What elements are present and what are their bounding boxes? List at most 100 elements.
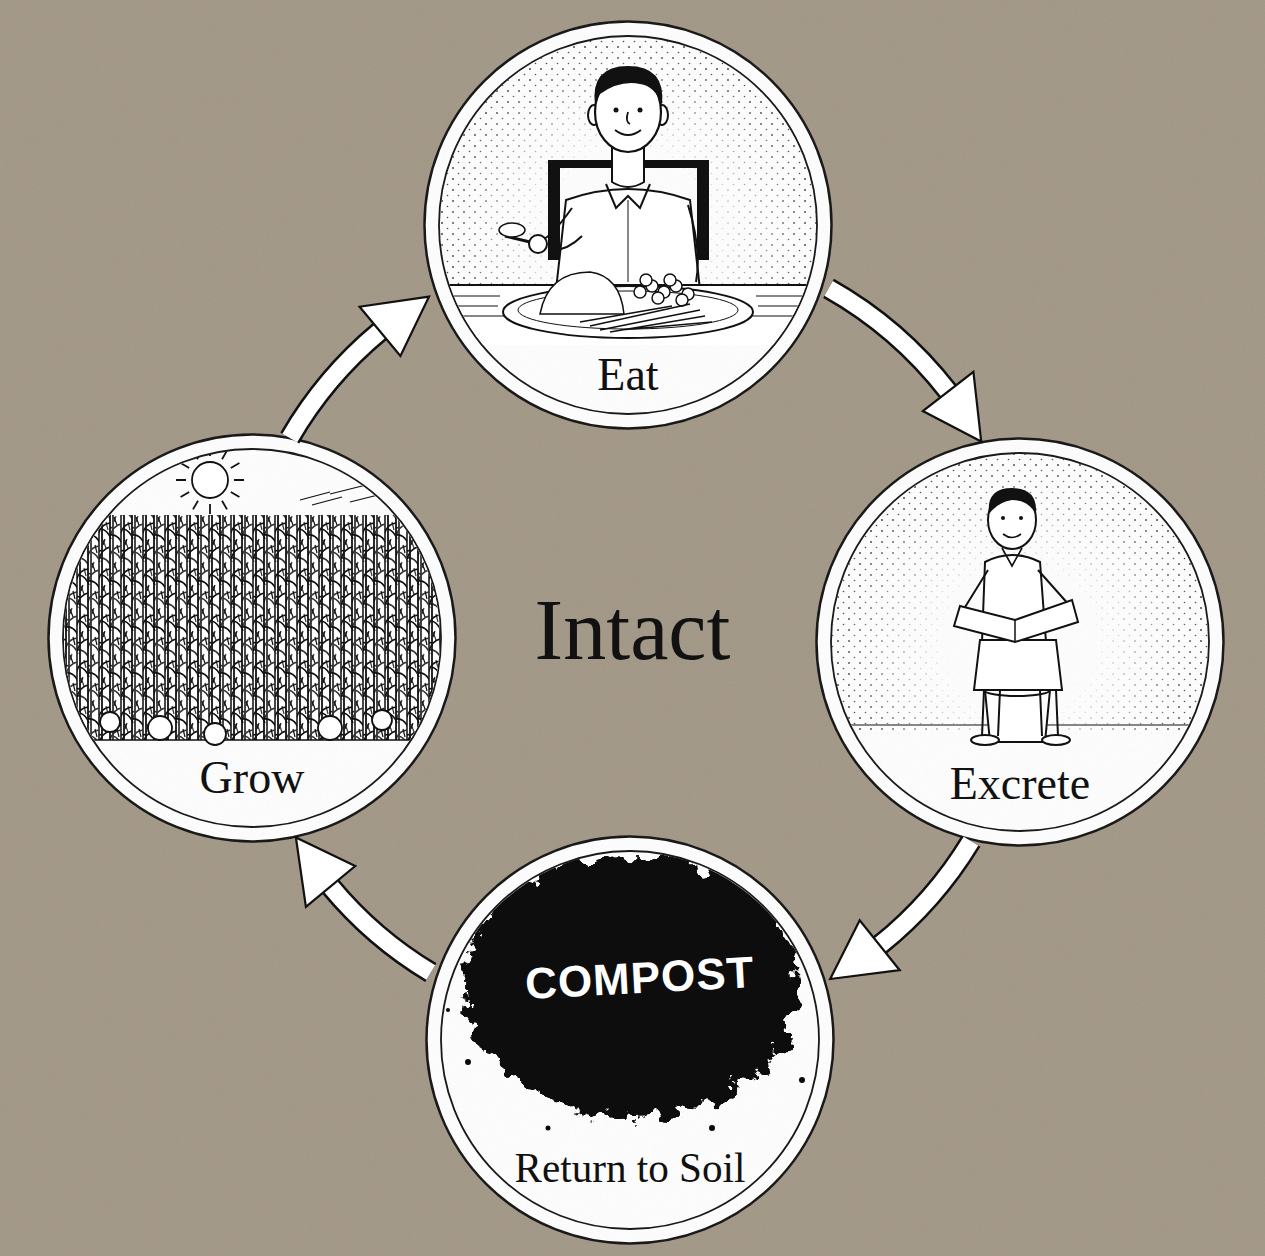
text-wrap: Eat — [423, 351, 833, 399]
arrow-outline — [829, 288, 949, 391]
cycle-circle: Eat — [423, 20, 833, 430]
eating-figure-part — [688, 205, 698, 282]
eating-figure-part — [634, 274, 694, 306]
arrow-band — [331, 886, 431, 972]
compost-heap-part-part — [818, 1008, 823, 1013]
circle-rim — [425, 22, 832, 429]
stage-label: Return to Soil — [515, 1147, 746, 1190]
compost-heap-part-part — [769, 877, 776, 884]
title-wrap: Intact — [0, 585, 1265, 675]
excreting-figure — [812, 434, 1228, 745]
corn-field-part-part — [318, 716, 342, 740]
text-wrap: Excrete — [815, 760, 1225, 808]
eating-figure-part — [499, 223, 525, 237]
corn-field-part-part — [148, 716, 172, 740]
eating-figure-part — [638, 108, 643, 113]
eating-figure-part-part — [664, 274, 676, 286]
arrow-head — [923, 372, 981, 442]
excreting-figure-part — [982, 690, 1058, 736]
eating-figure-part — [615, 112, 641, 135]
corn-field — [55, 446, 455, 745]
compost-heap-part-part — [465, 1059, 471, 1065]
corn-field-part-part — [100, 712, 120, 732]
arrow-band — [290, 331, 380, 438]
eating-figure-part — [580, 304, 712, 332]
stage-label: Excrete — [950, 760, 1090, 808]
corn-field-part — [176, 446, 244, 514]
corn-field-part — [55, 739, 455, 741]
eating-figure-part — [697, 160, 709, 260]
corn-field-part-part — [176, 446, 244, 514]
corn-field-part — [100, 710, 392, 745]
compost-heap-part-part — [709, 1125, 715, 1131]
cycle-arrow — [829, 288, 982, 441]
compost-heap-part-part — [475, 897, 481, 903]
cycle-circle: Grow — [47, 433, 457, 843]
eating-figure-part-part — [652, 292, 664, 304]
corn-field-part-part — [192, 462, 228, 498]
eating-figure-part — [529, 235, 547, 253]
arrow-band — [829, 288, 949, 391]
text-wrap: Return to Soil — [425, 1147, 835, 1190]
heap-label: COMPOST — [524, 949, 756, 1007]
eating-figure-part — [540, 272, 624, 314]
excreting-figure-part — [1002, 548, 1022, 566]
arrow-band — [880, 841, 971, 945]
cycle-circle: COMPOST Return to Soil — [425, 835, 835, 1245]
corn-field-part-part — [372, 710, 392, 730]
corn-field-part — [55, 515, 455, 740]
excreting-figure-part — [954, 600, 1078, 642]
cycle-circle: Excrete — [815, 437, 1225, 847]
stage-label: Eat — [597, 351, 658, 399]
excreting-figure-part — [1014, 620, 1016, 642]
arrow-outline — [331, 886, 431, 972]
circle-rim — [49, 435, 456, 842]
eating-figure-part-part — [640, 274, 652, 286]
cycle-arrow — [296, 838, 431, 973]
compost-heap-part-part — [688, 858, 692, 862]
corn-field-part — [300, 484, 396, 505]
circle-inner-rim — [439, 36, 817, 414]
eating-figure-part — [420, 17, 836, 297]
compost-heap-part-part — [446, 1008, 450, 1012]
compost-heap-part-part — [451, 956, 459, 964]
eating-figure-part — [548, 160, 560, 260]
stage-label: Grow — [200, 754, 305, 802]
arrow-outline — [880, 841, 971, 945]
compost-heap-part-part — [518, 868, 522, 872]
circle-inner-rim — [63, 449, 441, 827]
eating-figure-part-part — [634, 286, 646, 298]
arrow-head — [296, 838, 355, 907]
circle-inner-rim — [441, 851, 819, 1229]
cycle-arrow — [290, 297, 429, 438]
diagram-title: Intact — [535, 585, 731, 675]
eating-figure — [420, 17, 840, 345]
compost-heap-part — [464, 853, 800, 1117]
excreting-figure-part — [812, 434, 1228, 734]
eating-figure-part — [420, 285, 840, 345]
eating-figure-part — [542, 208, 582, 250]
excreting-figure-part — [974, 640, 1062, 690]
excreting-figure-part — [989, 488, 1036, 514]
circle-rim — [817, 439, 1224, 846]
eating-figure-part — [594, 66, 662, 105]
arrow-head — [360, 297, 429, 356]
eating-figure-part — [614, 108, 619, 113]
text-wrap: COMPOST — [435, 955, 845, 1001]
corn-field-part — [55, 515, 455, 740]
arrow-outline — [290, 331, 380, 438]
excreting-figure-part — [1001, 516, 1005, 520]
compost-heap — [446, 853, 823, 1131]
excreting-figure-part — [971, 735, 999, 745]
eating-figure-part — [628, 200, 629, 282]
excreting-figure-part — [1019, 516, 1023, 520]
circle-rim — [427, 837, 834, 1244]
excreting-figure-part — [1042, 735, 1070, 745]
compost-heap-part-part — [546, 1126, 551, 1131]
excreting-figure-part — [1003, 534, 1021, 538]
compost-heap-part-part — [799, 1077, 805, 1083]
corn-field-part-part — [204, 723, 226, 745]
cycle-arrow — [830, 841, 971, 979]
arrow-head — [830, 920, 900, 979]
